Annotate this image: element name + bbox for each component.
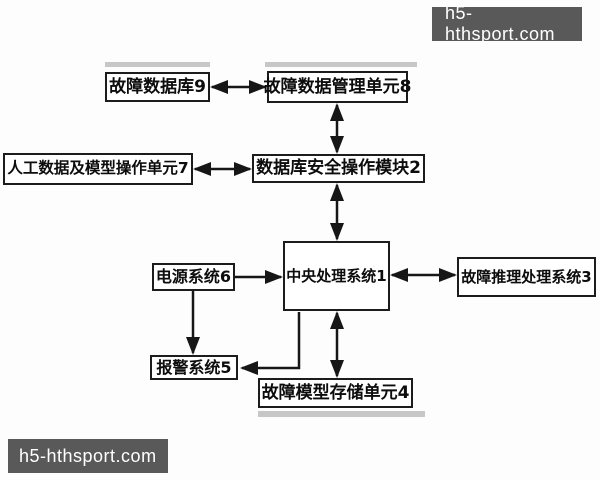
- node-label: 故障推理处理系统3: [461, 267, 592, 286]
- node-label: 人工数据及模型操作单元7: [7, 159, 189, 178]
- watermark-banner-bottom: h5-hthsport.com: [8, 439, 168, 473]
- watermark-text-bottom: h5-hthsport.com: [19, 445, 157, 466]
- node-manual-data-model-operation-unit-7: 人工数据及模型操作单元7: [3, 153, 193, 185]
- node-fault-model-storage-unit-4: 故障模型存储单元4: [258, 378, 413, 408]
- edge-cpu1-alarm5: [240, 312, 301, 375]
- shadow-bar-below-fault-model-storage: [258, 411, 425, 417]
- node-database-security-operation-module-2: 数据库安全操作模块2: [252, 154, 425, 183]
- node-fault-reasoning-processing-system-3: 故障推理处理系统3: [457, 257, 596, 297]
- node-power-system-6: 电源系统6: [152, 263, 235, 291]
- node-label: 故障数据库9: [109, 76, 206, 97]
- shadow-bar-above-fault-database: [105, 62, 210, 67]
- node-label: 故障模型存储单元4: [261, 382, 410, 403]
- node-label: 报警系统5: [156, 357, 232, 377]
- node-label: 故障数据管理单元8: [263, 76, 412, 97]
- shadow-bar-above-fault-data-management: [265, 62, 417, 67]
- watermark-text-top: h5-hthsport.com: [445, 3, 556, 44]
- node-central-processing-system-1: 中央处理系统1: [283, 241, 390, 311]
- node-label: 数据库安全操作模块2: [256, 158, 421, 178]
- node-label: 电源系统6: [155, 267, 232, 286]
- node-alarm-system-5: 报警系统5: [150, 355, 238, 380]
- node-label: 中央处理系统1: [286, 266, 387, 285]
- node-fault-data-management-unit-8: 故障数据管理单元8: [264, 71, 411, 103]
- node-fault-database-9: 故障数据库9: [105, 72, 210, 102]
- watermark-banner-top: h5-hthsport.com: [432, 3, 582, 44]
